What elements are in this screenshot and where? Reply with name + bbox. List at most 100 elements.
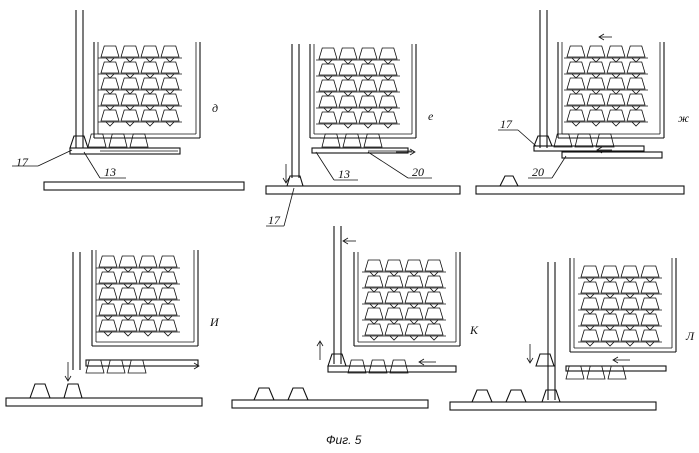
ingot-notch — [164, 268, 172, 272]
leader-13 — [316, 152, 358, 180]
ingot-notch — [606, 294, 614, 298]
ingot — [121, 110, 139, 121]
down-arrow — [527, 344, 533, 363]
ingot-notch — [586, 294, 594, 298]
ingot-stack — [564, 46, 648, 126]
ingot — [405, 292, 423, 303]
ingot-notch — [164, 284, 172, 288]
ingot-notch — [144, 316, 152, 320]
ingot-notch — [146, 74, 154, 78]
ingot — [364, 134, 382, 147]
ingot-notch — [390, 272, 398, 276]
ingot-notch — [344, 76, 352, 80]
ingot — [319, 112, 337, 123]
slide-rail — [86, 360, 198, 366]
ingot-notch — [572, 106, 580, 110]
up-arrow — [317, 341, 323, 360]
ingot-notch — [592, 74, 600, 78]
figure-caption: Фиг. 5 — [326, 433, 362, 447]
ingot — [359, 48, 377, 59]
ingot — [587, 62, 605, 73]
ingot — [567, 62, 585, 73]
ingot-notch — [104, 316, 112, 320]
ingot-notch — [632, 58, 640, 62]
ingot — [641, 266, 659, 277]
ingot — [141, 110, 159, 121]
ingot — [601, 330, 619, 341]
ingot-notch — [626, 278, 634, 282]
ingot — [365, 292, 383, 303]
ingot — [425, 260, 443, 271]
slide-rail-20 — [562, 147, 662, 158]
ingot — [119, 256, 137, 267]
ingot — [322, 134, 340, 147]
ingot — [99, 256, 117, 267]
ingot — [359, 64, 377, 75]
ingot-notch — [104, 332, 112, 336]
ingot-notch — [592, 90, 600, 94]
ingot — [405, 276, 423, 287]
ingot-notch — [390, 336, 398, 340]
ingot-notch — [166, 106, 174, 110]
ingot — [621, 298, 639, 309]
ingot — [339, 96, 357, 107]
panel-l: Л — [450, 258, 695, 410]
ingot — [141, 94, 159, 105]
ingot — [319, 96, 337, 107]
ingot — [554, 134, 572, 147]
gripper — [328, 354, 346, 366]
ingot-notch — [166, 122, 174, 126]
ingot-notch — [166, 74, 174, 78]
ingot — [139, 272, 157, 283]
ingot-row — [554, 134, 614, 147]
gripper-17 — [534, 136, 552, 146]
ingot — [601, 266, 619, 277]
label-20: 20 — [532, 165, 544, 179]
ingot-notch — [612, 58, 620, 62]
ingot — [161, 46, 179, 57]
ingot-row — [88, 134, 148, 147]
gripper-17 — [70, 136, 88, 148]
ingot-notch — [344, 124, 352, 128]
ingot-stack — [578, 266, 662, 346]
ingot — [607, 46, 625, 57]
ingot-notch — [626, 342, 634, 346]
down-arrow — [283, 164, 289, 183]
ingot-notch — [370, 272, 378, 276]
ingot-notch — [632, 122, 640, 126]
ingot — [621, 282, 639, 293]
ingot — [405, 324, 423, 335]
ingot — [385, 292, 403, 303]
ingot-notch — [612, 106, 620, 110]
ingot-notch — [144, 300, 152, 304]
direction-arrow — [599, 34, 612, 40]
ingot-notch — [410, 288, 418, 292]
ingot — [365, 276, 383, 287]
ingot — [641, 314, 659, 325]
label-20: 20 — [412, 165, 424, 179]
base-plate — [44, 182, 244, 190]
ingot-stack — [316, 48, 400, 128]
ingot — [101, 78, 119, 89]
ingot-notch — [430, 336, 438, 340]
ingot-on-plate — [254, 388, 308, 400]
ingot — [159, 304, 177, 315]
ingot — [319, 80, 337, 91]
ingot — [121, 62, 139, 73]
ingot-notch — [126, 106, 134, 110]
vertical-post — [73, 252, 80, 370]
ingot — [425, 292, 443, 303]
ingot — [581, 282, 599, 293]
ingot-notch — [124, 268, 132, 272]
panel-d: 17 13 д — [12, 10, 244, 190]
ingot — [161, 78, 179, 89]
ingot — [319, 64, 337, 75]
ingot — [161, 94, 179, 105]
ingot — [641, 298, 659, 309]
ingot — [101, 94, 119, 105]
ingot — [141, 78, 159, 89]
ingot-notch — [370, 288, 378, 292]
ingot — [567, 94, 585, 105]
label-13: 13 — [104, 165, 116, 179]
vertical-post — [548, 262, 555, 400]
